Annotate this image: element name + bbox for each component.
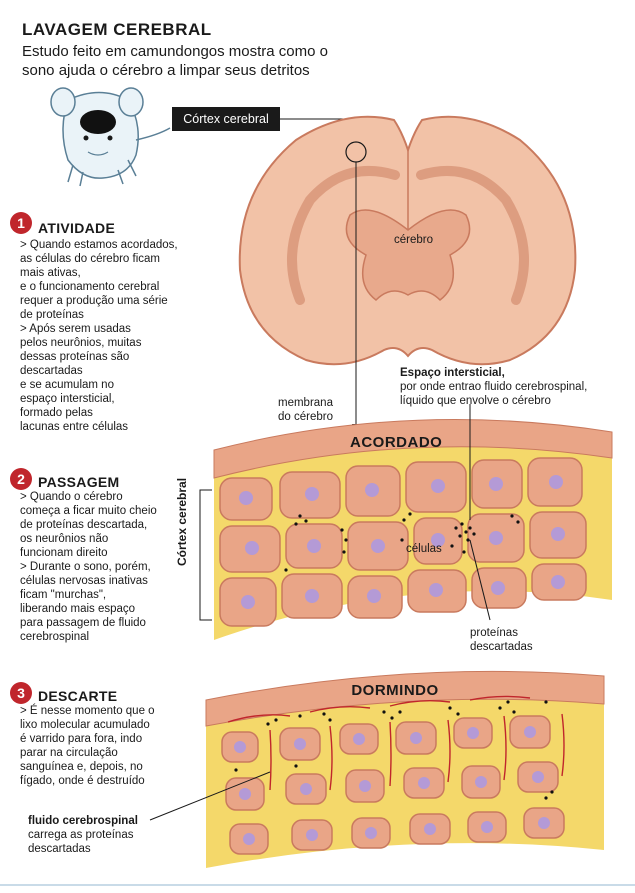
step-1-text: > Quando estamos acordados, as células d… [20, 239, 178, 433]
step-1-title: ATIVIDADE [38, 220, 116, 236]
cortex-callout-label: Córtex cerebral [172, 107, 280, 131]
brain-label: cérebro [394, 234, 433, 246]
csf-label: fluido cerebrospinal carrega as proteínas… [28, 814, 138, 856]
interstitial-space-title: Espaço intersticial, [400, 367, 505, 379]
cells-label: células [406, 543, 442, 555]
step-3-badge: 3 [10, 682, 32, 704]
page-title: LAVAGEM CEREBRAL [22, 20, 212, 39]
step-1-badge: 1 [10, 212, 32, 234]
csf-title: fluido cerebrospinal [28, 815, 138, 827]
step-3-text: > É nesse momento que o lixo molecular a… [20, 705, 155, 787]
discarded-proteins-label: proteínas descartadas [470, 627, 533, 653]
membrane-label: membrana do cérebro [278, 397, 333, 423]
bottom-divider [0, 884, 635, 886]
awake-heading: ACORDADO [350, 434, 443, 451]
step-2-badge: 2 [10, 468, 32, 490]
interstitial-space-label: Espaço intersticial, por onde entrao flui… [400, 366, 587, 408]
page-subtitle: Estudo feito em camundongos mostra como … [22, 43, 328, 79]
csf-desc: carrega as proteínas descartadas [28, 829, 134, 855]
step-2-text: > Quando o cérebro começa a ficar muito … [20, 491, 157, 643]
step-2-title: PASSAGEM [38, 474, 120, 490]
sleeping-heading: DORMINDO [351, 682, 439, 699]
step-3-title: DESCARTE [38, 688, 118, 704]
mouse-illustration [50, 87, 171, 187]
interstitial-space-desc: por onde entrao fluido cerebrospinal, lí… [400, 381, 588, 407]
